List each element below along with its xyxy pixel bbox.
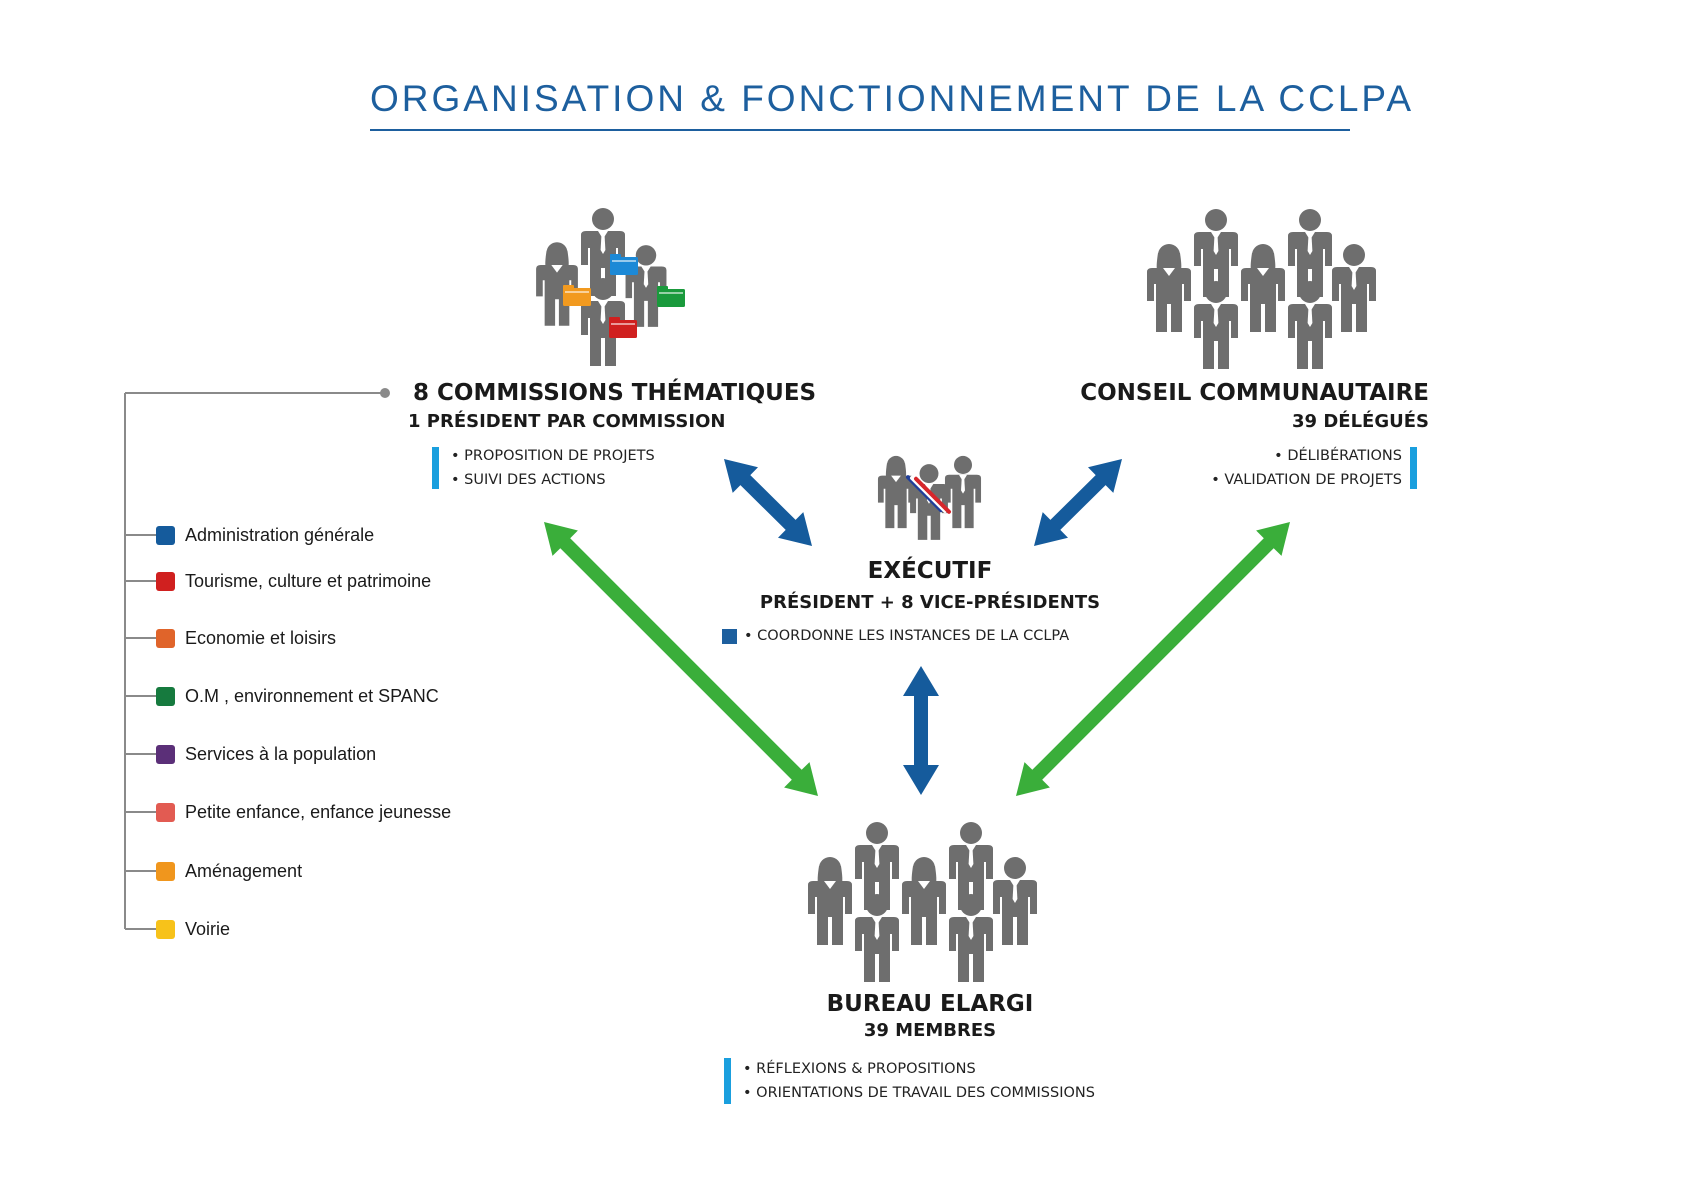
color-swatch [156, 628, 175, 648]
bureau-title: BUREAU ELARGI [826, 991, 1034, 1017]
bullet-item: • RÉFLEXIONS & PROPOSITIONS [743, 1061, 976, 1077]
sash-stripe [914, 476, 951, 514]
folder-icon [610, 254, 638, 275]
connector-dot [380, 388, 390, 398]
people-crowd-icon [1147, 209, 1376, 369]
color-swatch [156, 525, 175, 545]
list-item: Economie et loisirs [156, 627, 336, 649]
commission-tree-connector [124, 392, 385, 930]
list-item: O.M , environnement et SPANC [156, 685, 439, 707]
bureau-subtitle: 39 MEMBRES [863, 1020, 997, 1041]
conseil-bullet-bar [1410, 447, 1417, 489]
bullet-item: • VALIDATION DE PROJETS [1211, 472, 1402, 488]
folder-icon [563, 285, 591, 306]
bullet-item: • PROPOSITION DE PROJETS [451, 448, 655, 464]
commissions-bullet-bar [432, 447, 439, 489]
conseil-subtitle: 39 DÉLÉGUÉS [1292, 411, 1429, 432]
conseil-title: CONSEIL COMMUNAUTAIRE [1080, 380, 1429, 406]
color-swatch [156, 861, 175, 881]
bullet-item: • ORIENTATIONS DE TRAVAIL DES COMMISSION… [743, 1085, 1095, 1101]
executif-bullets: • COORDONNE LES INSTANCES DE LA CCLPA [744, 624, 1069, 648]
double-arrow-conseil-bureau [1016, 522, 1290, 796]
double-arrow-executif-bureau [903, 666, 939, 795]
list-item: Services à la population [156, 743, 376, 765]
executif-bullet-square [722, 629, 737, 644]
list-item: Petite enfance, enfance jeunesse [156, 801, 451, 823]
bullet-item: • DÉLIBÉRATIONS [1274, 448, 1402, 464]
list-item: Administration générale [156, 524, 374, 546]
double-arrow-commissions-bureau [544, 522, 818, 796]
mayor-with-sash-group-icon [877, 455, 982, 540]
list-item: Voirie [156, 918, 230, 940]
color-swatch [156, 919, 175, 939]
conseil-bullets: • DÉLIBÉRATIONS • VALIDATION DE PROJETS [1211, 444, 1402, 492]
title-underline [370, 129, 1350, 131]
commissions-subtitle: 1 PRÉSIDENT PAR COMMISSION [408, 411, 726, 432]
sash-stripe [906, 475, 943, 513]
color-swatch [156, 744, 175, 764]
double-arrow-commissions-executif [724, 459, 812, 546]
color-swatch [156, 802, 175, 822]
bullet-item: • SUIVI DES ACTIONS [451, 472, 606, 488]
sash-stripe [910, 476, 947, 513]
executif-subtitle: PRÉSIDENT + 8 VICE-PRÉSIDENTS [759, 592, 1101, 613]
people-crowd-icon [808, 822, 1037, 982]
double-arrow-conseil-executif [1034, 459, 1122, 546]
page-title: ORGANISATION & FONCTIONNEMENT DE LA CCLP… [370, 78, 1415, 119]
commissions-bullets: • PROPOSITION DE PROJETS • SUIVI DES ACT… [451, 444, 655, 492]
list-item: Aménagement [156, 860, 302, 882]
arrows-layer [544, 459, 1290, 796]
bureau-bullet-bar [724, 1058, 731, 1104]
executif-title: EXÉCUTIF [867, 558, 993, 584]
color-swatch [156, 686, 175, 706]
people-group-with-folders-icon [536, 208, 685, 366]
folder-icon [609, 317, 637, 338]
list-item: Tourisme, culture et patrimoine [156, 570, 431, 592]
bureau-bullets: • RÉFLEXIONS & PROPOSITIONS • ORIENTATIO… [743, 1057, 1095, 1105]
bullet-item: • COORDONNE LES INSTANCES DE LA CCLPA [744, 628, 1070, 644]
commissions-title: 8 COMMISSIONS THÉMATIQUES [413, 380, 817, 406]
color-swatch [156, 571, 175, 591]
folder-icon [657, 286, 685, 307]
